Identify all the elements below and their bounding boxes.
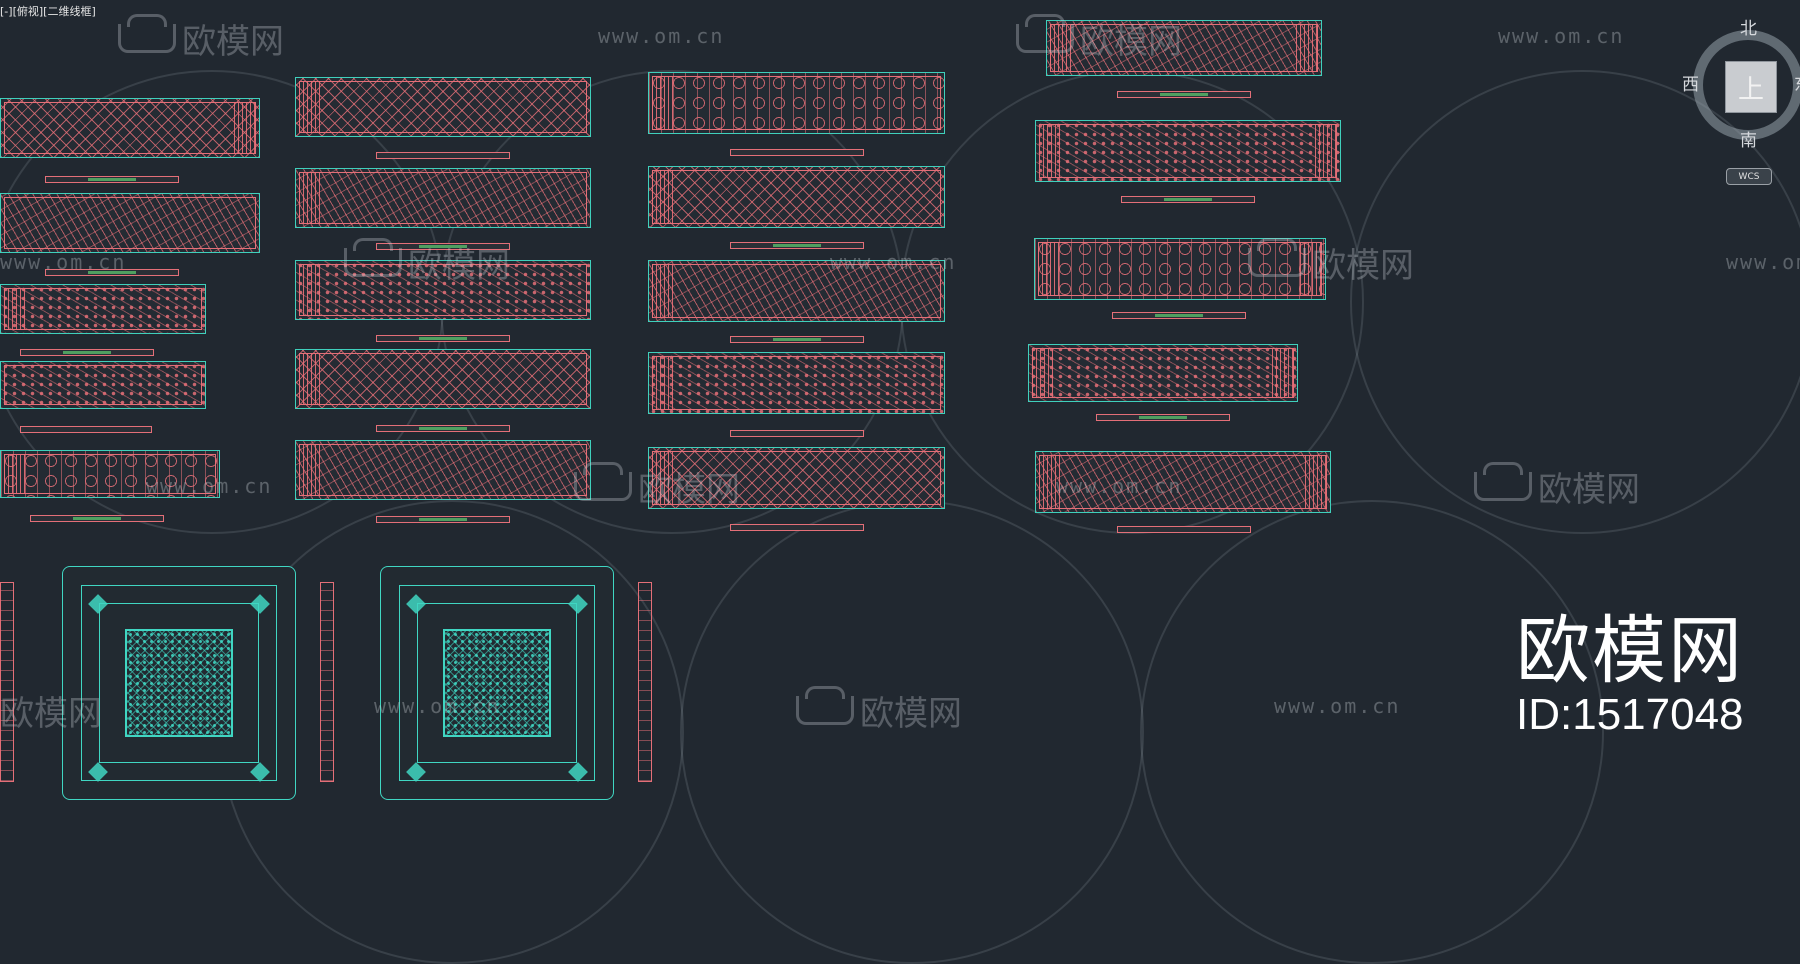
carved-frieze[interactable] bbox=[295, 168, 591, 228]
frieze-label-bar bbox=[376, 425, 510, 432]
frieze-label-bar bbox=[1112, 312, 1246, 319]
model-id: ID:1517048 bbox=[1516, 690, 1744, 739]
dragon-medallion bbox=[125, 629, 233, 737]
carved-frieze[interactable] bbox=[1035, 451, 1331, 513]
brand-block: 欧模网 ID:1517048 bbox=[1516, 612, 1744, 740]
watermark-logo: 欧模网 bbox=[118, 14, 284, 63]
frieze-label-bar bbox=[730, 430, 864, 437]
compass-ring[interactable] bbox=[1693, 30, 1800, 140]
carved-frieze[interactable] bbox=[0, 361, 206, 409]
watermark-url: www.om.cn bbox=[598, 24, 725, 48]
carved-frieze[interactable] bbox=[1046, 20, 1322, 76]
compass-west[interactable]: 西 bbox=[1682, 75, 1699, 95]
viewcube-top-face[interactable]: 上 bbox=[1725, 61, 1777, 113]
panel-side-strip[interactable] bbox=[638, 582, 652, 782]
carved-frieze[interactable] bbox=[1028, 344, 1298, 402]
wcs-menu-button[interactable]: WCS bbox=[1726, 168, 1772, 185]
viewport-label[interactable]: [-][俯视][二维线框] bbox=[0, 3, 96, 19]
sofa-icon bbox=[796, 686, 854, 725]
frieze-label-bar bbox=[30, 515, 164, 522]
dragon-medallion bbox=[443, 629, 551, 737]
frieze-label-bar bbox=[45, 269, 179, 276]
frieze-label-bar bbox=[730, 336, 864, 343]
carved-frieze[interactable] bbox=[295, 349, 591, 409]
frieze-label-bar bbox=[1121, 196, 1255, 203]
carved-frieze[interactable] bbox=[1034, 238, 1326, 300]
carved-frieze[interactable] bbox=[0, 284, 206, 334]
frieze-label-bar bbox=[1117, 526, 1251, 533]
carved-frieze[interactable] bbox=[0, 98, 260, 158]
brand-name: 欧模网 bbox=[1516, 608, 1744, 694]
panel-side-strip[interactable] bbox=[320, 582, 334, 782]
carved-frieze[interactable] bbox=[1035, 120, 1341, 182]
watermark-url: www.om.cn bbox=[1274, 694, 1401, 718]
watermark-arc bbox=[680, 500, 1144, 964]
frieze-label-bar bbox=[730, 149, 864, 156]
carved-frieze[interactable] bbox=[295, 77, 591, 137]
compass-north[interactable]: 北 bbox=[1740, 19, 1757, 39]
watermark-logo: 欧模网 bbox=[796, 686, 962, 735]
frieze-label-bar bbox=[45, 176, 179, 183]
carved-frieze[interactable] bbox=[0, 193, 260, 253]
ceiling-panel[interactable] bbox=[62, 566, 296, 800]
compass-east[interactable]: 东 bbox=[1794, 70, 1800, 95]
frieze-label-bar bbox=[376, 243, 510, 250]
carved-frieze[interactable] bbox=[295, 440, 591, 500]
watermark-logo: 欧模网 bbox=[1474, 462, 1640, 511]
viewport-control-menu[interactable]: [-] bbox=[0, 5, 13, 18]
carved-frieze[interactable] bbox=[648, 260, 945, 322]
carved-frieze[interactable] bbox=[0, 450, 220, 498]
frieze-label-bar bbox=[376, 516, 510, 523]
ceiling-panel[interactable] bbox=[380, 566, 614, 800]
view-menu[interactable]: [俯视] bbox=[12, 5, 44, 18]
carved-frieze[interactable] bbox=[648, 352, 945, 414]
frieze-label-bar bbox=[730, 242, 864, 249]
frieze-label-bar bbox=[1117, 91, 1251, 98]
viewcube[interactable]: 北 西 东 南 上 WCS bbox=[1682, 18, 1800, 188]
frieze-label-bar bbox=[376, 152, 510, 159]
watermark-url: www.om.cn bbox=[1498, 24, 1625, 48]
carved-frieze[interactable] bbox=[648, 166, 945, 228]
visual-style-menu[interactable]: [二维线框] bbox=[43, 5, 96, 18]
carved-frieze[interactable] bbox=[648, 447, 945, 509]
frieze-label-bar bbox=[20, 349, 154, 356]
frieze-label-bar bbox=[376, 335, 510, 342]
watermark-url: www.om.cn bbox=[1726, 250, 1800, 274]
compass-south[interactable]: 南 bbox=[1740, 131, 1757, 151]
sofa-icon bbox=[118, 14, 176, 53]
frieze-label-bar bbox=[730, 524, 864, 531]
sofa-icon bbox=[1474, 462, 1532, 501]
frieze-label-bar bbox=[1096, 414, 1230, 421]
carved-frieze[interactable] bbox=[648, 72, 945, 134]
carved-frieze[interactable] bbox=[295, 260, 591, 320]
frieze-label-bar bbox=[20, 426, 152, 433]
panel-side-strip[interactable] bbox=[0, 582, 14, 782]
